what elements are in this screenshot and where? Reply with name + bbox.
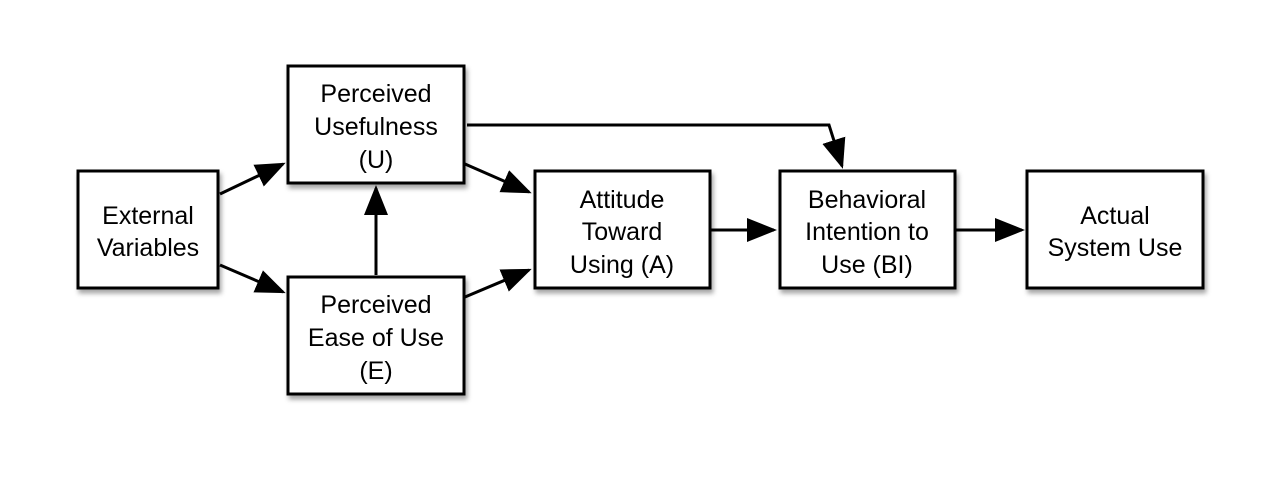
node-label-line: Ease of Use [308,324,444,352]
node-box [286,64,466,185]
arrow-external-to-ease-of-use [219,263,286,294]
edges-group [219,123,1025,299]
node-attitude-toward-using: Attitude Toward Using (A) [533,169,712,290]
node-external-variables: External Variables [76,169,220,290]
arrow-external-to-usefulness [219,162,286,196]
node-label-line: Use (BI) [821,251,913,279]
node-box [1025,169,1205,290]
node-label-line: External [102,202,194,230]
arrow-usefulness-to-intention [467,123,846,169]
node-label-line: Actual [1080,202,1149,230]
node-label-line: Toward [582,218,663,246]
arrow-usefulness-to-attitude [464,162,532,194]
node-box [533,169,712,290]
node-label-line: Perceived [320,80,431,108]
node-perceived-ease-of-use: Perceived Ease of Use (E) [286,275,466,396]
node-box [778,169,957,290]
node-label-line: Variables [97,234,199,262]
node-box [286,275,466,396]
node-label-line: Usefulness [314,113,438,141]
node-label-line: Attitude [580,186,665,214]
node-label-line: Using (A) [570,251,674,279]
node-label-line: System Use [1048,234,1183,262]
node-label-line: (E) [359,357,392,385]
node-label-line: Behavioral [808,186,926,214]
node-actual-system-use: Actual System Use [1025,169,1205,290]
arrow-ease-of-use-to-attitude [464,268,532,299]
node-behavioral-intention: Behavioral Intention to Use (BI) [778,169,957,290]
node-label-line: Intention to [805,218,929,246]
node-label-line: Perceived [320,291,431,319]
node-label-line: (U) [359,146,394,174]
node-perceived-usefulness: Perceived Usefulness (U) [286,64,466,185]
node-box [76,169,220,290]
